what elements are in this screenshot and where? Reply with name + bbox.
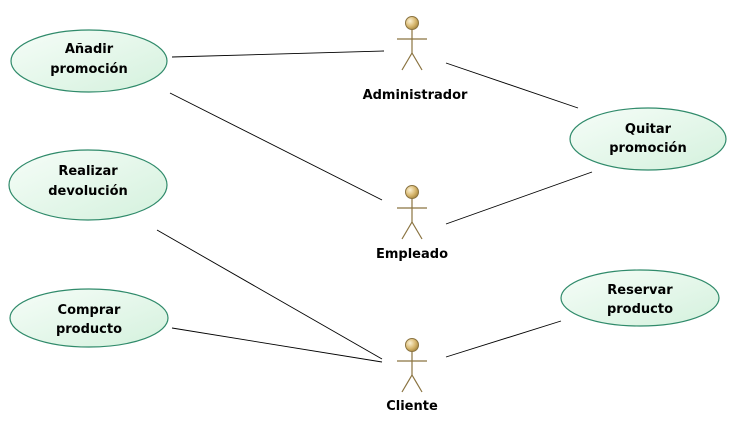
usecase-label-line2: producto	[56, 322, 122, 337]
stick-figure-icon	[397, 16, 427, 71]
association-administrador-quitar	[445, 62, 579, 109]
usecase-quitar-promocion[interactable]: Quitar promoción	[569, 107, 727, 171]
association-comprar-cliente	[171, 327, 383, 363]
actor-label: Administrador	[363, 88, 468, 103]
usecase-reservar-producto[interactable]: Reservar producto	[560, 269, 720, 327]
usecase-label-line2: promoción	[609, 141, 686, 156]
usecase-label-line1: Quitar	[625, 122, 672, 137]
usecase-label-line1: Reservar	[607, 283, 673, 298]
association-anadir-empleado	[169, 92, 383, 201]
usecase-anadir-promocion[interactable]: Añadir promoción	[10, 29, 168, 93]
usecase-label-line1: Añadir	[65, 42, 114, 57]
usecase-realizar-devolucion[interactable]: Realizar devolución	[8, 149, 168, 221]
actor-label: Empleado	[376, 247, 448, 262]
usecase-label-line1: Comprar	[58, 303, 122, 318]
actor-label: Cliente	[386, 399, 438, 414]
usecase-label-line2: devolución	[48, 184, 128, 199]
actor-administrador[interactable]: Administrador	[363, 16, 468, 104]
usecase-label-line2: promoción	[50, 62, 127, 77]
stick-figure-icon	[397, 338, 427, 393]
association-cliente-reservar	[445, 320, 562, 358]
actor-cliente[interactable]: Cliente	[386, 338, 438, 415]
association-quitar-empleado	[445, 171, 593, 225]
usecase-label-line1: Realizar	[58, 164, 118, 179]
association-devolucion-cliente	[156, 229, 383, 360]
usecase-label-line2: producto	[607, 302, 673, 317]
usecase-comprar-producto[interactable]: Comprar producto	[9, 288, 169, 348]
association-anadir-administrador	[171, 50, 385, 58]
association-lines	[156, 50, 593, 363]
stick-figure-icon	[397, 185, 427, 240]
actor-empleado[interactable]: Empleado	[376, 185, 448, 263]
